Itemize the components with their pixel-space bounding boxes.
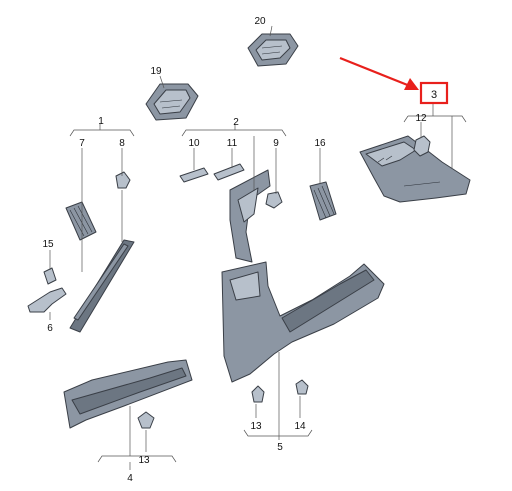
label-10: 10 [188, 138, 200, 149]
part-10-strip [179, 167, 209, 183]
part-11-strip [213, 163, 245, 181]
label-7: 7 [79, 138, 85, 149]
label-11: 11 [227, 138, 238, 149]
part-3-quarter-trim [359, 135, 471, 203]
label-5: 5 [277, 442, 283, 453]
leader-lines [49, 25, 467, 470]
label-13-b: 13 [250, 421, 262, 432]
part-15-screw [43, 267, 57, 285]
highlight-annotation [339, 56, 449, 105]
part-5-sill-trim [221, 261, 385, 383]
part-1-pillar-strip [69, 239, 135, 333]
part-8-clip [115, 171, 131, 189]
label-4: 4 [127, 473, 133, 484]
part-2-pillar-trim [229, 169, 271, 263]
label-15: 15 [42, 239, 54, 250]
part-number-labels: 20 19 3 12 1 2 7 8 10 11 9 16 15 6 13 4 … [42, 16, 437, 484]
label-12: 12 [415, 113, 427, 124]
part-19-lamp-housing [145, 83, 199, 121]
part-4-sill-trim [63, 359, 193, 429]
label-3: 3 [431, 89, 437, 101]
part-16-pad [309, 181, 337, 221]
label-6: 6 [47, 323, 53, 334]
highlight-arrow-shaft [339, 56, 411, 88]
highlight-box [419, 81, 449, 105]
label-19: 19 [150, 66, 162, 77]
label-13-a: 13 [138, 455, 150, 466]
part-14-clip [295, 379, 309, 395]
highlight-arrow-head [404, 78, 419, 90]
part-13-clip-a [137, 411, 155, 429]
part-13-clip-b [251, 385, 265, 403]
label-8: 8 [119, 138, 125, 149]
label-16: 16 [314, 138, 326, 149]
part-9-clip [265, 191, 283, 209]
part-6-bracket [27, 287, 67, 313]
label-2: 2 [233, 117, 239, 128]
label-9: 9 [273, 138, 279, 149]
label-20: 20 [254, 16, 266, 27]
part-20-lamp-housing [247, 33, 299, 67]
part-12-clip [413, 135, 431, 157]
label-14: 14 [294, 421, 306, 432]
label-1: 1 [98, 116, 104, 127]
part-7-pad [65, 201, 97, 241]
